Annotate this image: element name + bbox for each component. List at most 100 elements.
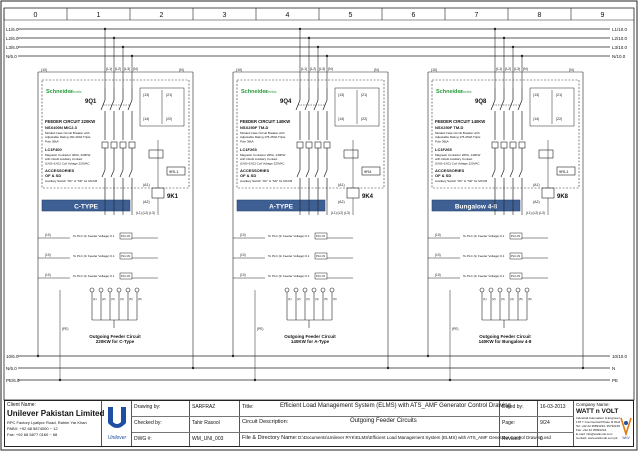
wire-label: (4) [120, 297, 124, 301]
wire-label: (A1) [143, 183, 150, 187]
breaker-description: Pole 36kA [240, 139, 254, 143]
grid-column-label: 3 [223, 12, 227, 19]
drawn-by-label: Drawing by: [134, 404, 161, 410]
trip-element [314, 141, 322, 149]
type-label-banner [236, 199, 326, 212]
wire-label: (L2) [505, 67, 511, 71]
grid-column-label: 5 [349, 12, 353, 19]
breaker-description: Molded Case Circuit Breaker with [435, 131, 480, 135]
breaker-description: Adjustable Rating 175-250A Triple [240, 135, 286, 139]
feeder-title: FEEDER CIRCUIT 140KW [240, 119, 290, 124]
type-label: Bungalow 4-8 [455, 204, 498, 211]
wire-label: (10) [240, 273, 246, 277]
junction-dot [191, 366, 195, 370]
busbar-top-right-label: L2/10.0 [612, 36, 628, 41]
plc-terminal [314, 232, 328, 240]
wire-label: (10) [240, 253, 246, 257]
company-line: Fax: +92 42 35891234 [576, 428, 607, 432]
junction-dot [112, 36, 116, 40]
plc-tag: PLC-IN [316, 274, 325, 278]
wire-label: (N) [569, 68, 574, 72]
wire-label: (2) [102, 297, 106, 301]
dwg-label: DWG #: [134, 436, 152, 442]
type-label: A-TYPE [269, 204, 294, 211]
wire-label: (1) [483, 297, 487, 301]
grid-column-label: 8 [538, 12, 542, 19]
wire-label: (22) [361, 117, 367, 121]
junction-dot [130, 54, 134, 58]
page-label: Page: [502, 420, 516, 426]
plc-tag: PLC-IN [511, 254, 520, 258]
client-fax: Fax: +92 68 5877 0160 ~ 68 [7, 432, 58, 437]
circuit-label: Circuit Description: [242, 419, 289, 425]
relay-contact-box [538, 149, 554, 159]
outgoing-feeder-label: 140KW for Bungalow 4-8 [479, 339, 532, 344]
wire-label: (PE) [62, 327, 68, 331]
contactor-contact [305, 169, 310, 178]
junction-dot [502, 36, 506, 40]
outgoing-feeder-label: 140KW for A-Type [291, 339, 330, 344]
accessories-model: OF & SD [435, 173, 451, 178]
company-line: Contact: www.wattnvolt.com.pk [576, 436, 618, 440]
contactor-contact [101, 169, 106, 178]
wire-label: (N) [328, 67, 333, 71]
breaker-description: Adjustable Rating 160-400A Triple [45, 135, 91, 139]
busbar-top-right-label: L1/10.0 [612, 27, 628, 32]
terminal [293, 287, 299, 293]
dated-label: Dated by: [502, 404, 524, 410]
plc-label: To PLC (In Feeder Voltage) 9.1 [463, 274, 505, 278]
busbar-top-label: L1/6.0 [6, 27, 19, 32]
breaker-description: Molded Case Circuit Breaker with [45, 131, 90, 135]
junction-dot [231, 354, 235, 358]
junction-dot [511, 45, 515, 49]
busbar-bottom-right-label: 10/10.0 [612, 354, 628, 359]
contactor-description: with Inbuilt Auxiliary Contact [240, 157, 278, 161]
wire-label: (L3) [319, 67, 325, 71]
drawing-title: Efficient Load Management System (ELMS) … [280, 403, 511, 409]
contactor-description: with Inbuilt Auxiliary Contact [435, 157, 473, 161]
type-label-banner [431, 199, 521, 212]
svg-text:WnV: WnV [622, 436, 630, 440]
wire-label: (L2) [310, 67, 316, 71]
plc-terminal [314, 252, 328, 260]
path-label: File & Directory Name: [242, 435, 298, 441]
plc-label: To PLC (In Feeder Voltage) 9.1 [268, 234, 310, 238]
junction-dot [325, 54, 329, 58]
unilever-logo-icon: Unilever [108, 407, 127, 441]
accessories-description: Auxiliary Switch "OF" & "SD" for MCCB [45, 179, 97, 183]
contactor-description: with Inbuilt Auxiliary Contact [45, 157, 83, 161]
contactor-contact [128, 169, 133, 178]
wire-label: (22) [166, 117, 172, 121]
accessories-title: ACCESSORIES [435, 168, 464, 173]
junction-dot [581, 366, 585, 370]
terminal [479, 287, 485, 293]
wire-label: (22) [556, 117, 562, 121]
breaker-contact [127, 99, 133, 111]
plc-tag: PLC-IN [121, 234, 130, 238]
accessories-title: ACCESSORIES [45, 168, 74, 173]
trip-element [119, 141, 127, 149]
plc-tag: PLC-IN [511, 234, 520, 238]
terminal [311, 287, 317, 293]
wire-label: (21) [166, 93, 172, 97]
terminal [320, 287, 326, 293]
contactor-contact [323, 169, 328, 178]
junction-dot [103, 27, 107, 31]
wire-label: (21) [556, 93, 562, 97]
trip-element [101, 141, 109, 149]
schneider-logo: Schneider [436, 89, 463, 95]
busbar-bottom-label: PE/6.0 [6, 378, 20, 383]
company-label: Company Name: [576, 402, 610, 407]
relay-coil [166, 166, 186, 176]
busbar-bottom-right-label: PE [612, 378, 618, 383]
wire-label: (10) [240, 233, 246, 237]
breaker-description: Pole 36kA [435, 139, 449, 143]
wire-label: (3) [306, 297, 310, 301]
terminal [98, 287, 104, 293]
grid-column-label: 4 [286, 12, 290, 19]
accessories-model: OF & SD [240, 173, 256, 178]
wire-label: (5) [324, 297, 328, 301]
wire-label: (L1) [106, 67, 112, 71]
relay-coil [556, 166, 576, 176]
